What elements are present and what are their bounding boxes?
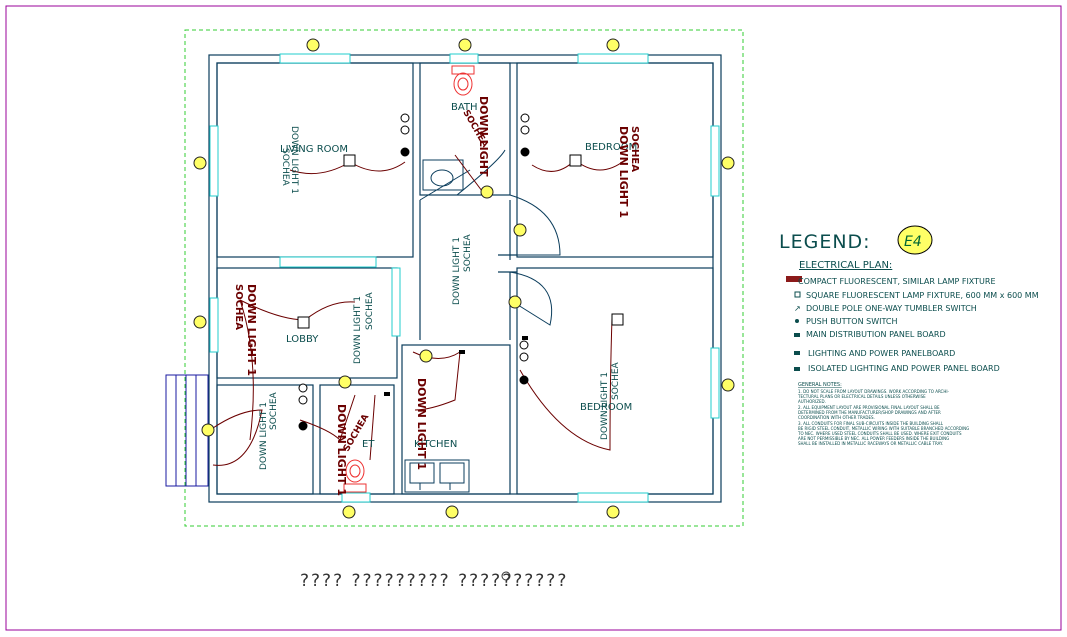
note-line: DETERMINED FROM THE MANUFACTURER/SHOP DR…	[798, 410, 941, 415]
lamp-icon	[721, 378, 735, 392]
switch-group-living	[400, 113, 410, 157]
ceiling-lamps	[193, 38, 735, 519]
legend-item: DOUBLE POLE ONE-WAY TUMBLER SWITCH	[806, 304, 977, 313]
legend-item: SQUARE FLUORESCENT LAMP FIXTURE, 600 MM …	[806, 291, 1039, 300]
property-boundary	[184, 29, 744, 527]
room-label-lobby: LOBBY	[286, 334, 319, 345]
note-line: BE RIGID STEEL CONDUIT, METALLIC WIRING …	[798, 426, 969, 431]
main-panel-symbol	[794, 333, 800, 337]
bath-toilet-tank	[451, 65, 475, 75]
room-label-toilet: ET	[362, 439, 375, 450]
square-fixture-living	[343, 154, 356, 167]
fixture-label-corridor: DOWN LIGHT 1	[452, 237, 462, 305]
legend-item: PUSH BUTTON SWITCH	[806, 317, 897, 326]
lamp-icon	[201, 423, 215, 437]
legend-title: LEGEND:	[779, 231, 871, 253]
push-button-symbol	[795, 319, 799, 323]
room-label-living: LIVING ROOM	[280, 144, 348, 155]
fixture-sub-corridor: SOCHEA	[463, 233, 473, 272]
washbasin	[430, 169, 454, 187]
note-line: 2. ALL EQUIPMENT LAYOUT ARE PROVISIONAL …	[798, 405, 940, 410]
fixture-sub-bedroom: SOCHEA	[629, 126, 640, 172]
fixture-label-living: DOWN LIGHT 1	[289, 126, 299, 194]
room-label-bedroom: BEDROOM	[585, 142, 637, 153]
lamp-icon	[458, 38, 472, 52]
room-label-bath: BATH	[451, 102, 478, 113]
note-line: TECTURAL PLANS OR ELECTRICAL DETAILS UNL…	[797, 394, 926, 399]
sheet-frame	[5, 5, 1062, 631]
note-line: 3. ALL CONDUITS FOR FINAL SUB-CIRCUITS I…	[798, 421, 944, 426]
fixture-label-wc-red: DOWN LIGHT 1	[335, 404, 348, 496]
legend-badge: E4	[904, 234, 922, 250]
square-fixtures	[297, 154, 624, 329]
note-line: AUTHORIZED.	[798, 399, 826, 404]
square-fixture-bedroom	[569, 154, 582, 167]
legend-badge-outline	[897, 225, 933, 255]
lamp-icon	[508, 295, 522, 309]
compact-fluorescent-symbol	[786, 276, 802, 282]
lamp-icon	[338, 375, 352, 389]
lamp-icon	[606, 505, 620, 519]
fixture-sub-lobby: SOCHEA	[365, 291, 375, 330]
legend-subtitle: ELECTRICAL PLAN:	[799, 260, 892, 271]
lamp-icon	[342, 505, 356, 519]
switches	[298, 113, 530, 431]
panelboard-symbol	[794, 351, 800, 355]
fixture-label-kitchen-red: DOWN LIGHT 1	[415, 378, 428, 470]
lamp-icon	[445, 505, 459, 519]
notes-title: GENERAL NOTES:	[798, 382, 842, 388]
note-line: 1. DO NOT SCALE FROM LAYOUT DRAWINGS. WO…	[798, 389, 950, 394]
note-line: SHALL BE INSTALLED IN METALLIC RACEWAYS …	[798, 441, 943, 446]
fixture-label-bedroom2: DOWN LIGHT 1	[600, 372, 610, 440]
fixture-sub-lobby-red: SOCHEA	[233, 284, 244, 330]
fixture-label-bedroom: DOWN LIGHT 1	[617, 126, 630, 218]
note-line: COORDINATION WITH OTHER TRADES.	[798, 415, 875, 420]
panel-boards	[384, 336, 528, 396]
square-fixture-lobby	[297, 316, 310, 329]
lamp-icon	[721, 156, 735, 170]
door-swings	[419, 149, 561, 326]
fixture-label-entry: DOWN LIGHT 1	[259, 402, 269, 470]
legend: LEGEND: E4 ELECTRICAL PLAN: COMPACT FLUO…	[779, 225, 1039, 446]
legend-item: COMPACT FLUORESCENT, SIMILAR LAMP FIXTUR…	[798, 277, 996, 286]
caption-marker	[501, 571, 511, 581]
fixture-label-lobby-red: DOWN LIGHT 1	[245, 284, 258, 376]
lamp-icon	[193, 156, 207, 170]
room-label-bedroom-2: BEDROOM	[580, 402, 632, 413]
switch-group-lobby	[298, 383, 308, 431]
bath-toilet-bowl	[453, 72, 473, 96]
lamp-icon	[606, 38, 620, 52]
drawing-caption: ???? ????????? ??????????	[300, 571, 568, 591]
legend-item: MAIN DISTRIBUTION PANEL BOARD	[806, 330, 946, 339]
fixture-label-lobby: DOWN LIGHT 1	[353, 296, 363, 364]
lamp-icon	[306, 38, 320, 52]
note-line: TO NEC. WHERE USED STEEL CONDUITS SHALL …	[797, 431, 962, 436]
lamp-icon	[513, 223, 527, 237]
wc-fixtures	[343, 459, 367, 493]
bath-fixtures	[422, 65, 475, 191]
lamp-icon	[419, 349, 433, 363]
fixture-sub-living: SOCHEA	[280, 148, 290, 187]
windows	[209, 53, 720, 503]
fixture-sub-entry: SOCHEA	[269, 391, 279, 430]
lamp-icon	[193, 315, 207, 329]
lamp-icon	[480, 185, 494, 199]
kitchen-sink	[404, 459, 470, 493]
fixture-label-bath: DOWN LIGHT	[477, 96, 490, 177]
bathtub	[422, 159, 464, 191]
room-label-kitchen: KITCHEN	[414, 439, 457, 450]
note-line: ARE NOT PERMISSIBLE BY NEC. ALL POWER FE…	[798, 436, 949, 441]
exterior-walls	[208, 54, 722, 503]
square-fixture-symbol	[794, 291, 801, 298]
legend-item: ISOLATED LIGHTING AND POWER PANEL BOARD	[808, 364, 1000, 373]
legend-item: LIGHTING AND POWER PANELBOARD	[808, 349, 955, 358]
tumbler-switch-symbol: ↗	[794, 304, 801, 313]
switch-group-bedroom2	[519, 340, 529, 385]
fixture-sub-bedroom2: SOCHEA	[611, 361, 621, 400]
isolated-panel-symbol	[794, 367, 800, 371]
switch-group-bedroom	[520, 113, 530, 157]
square-fixture-bedroom2	[611, 313, 624, 326]
